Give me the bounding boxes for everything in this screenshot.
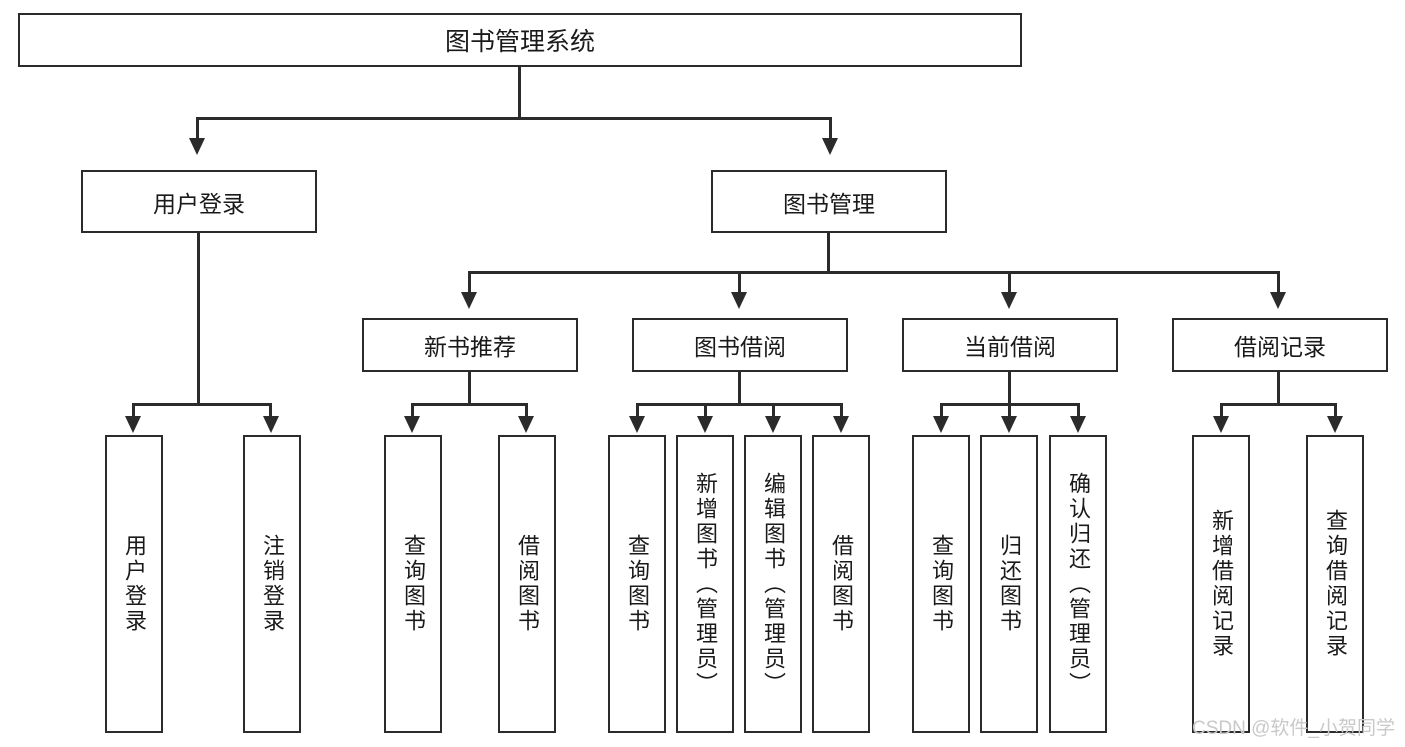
leaf-label: 查询图书 (401, 534, 426, 634)
leaf-logout[interactable]: 注销登录 (243, 435, 301, 733)
connector-nbr-drop-1 (411, 403, 414, 418)
arrowhead-book-manage (822, 138, 838, 155)
arrowhead-bb-leaf-1 (629, 416, 645, 433)
leaf-bb-edit-book-admin[interactable]: 编辑图书（管理员） (744, 435, 802, 733)
connector-nbr-drop-2 (525, 403, 528, 418)
node-label: 新书推荐 (424, 334, 516, 360)
arrowhead-current-borrow (1001, 292, 1017, 309)
node-book-borrow[interactable]: 图书借阅 (632, 318, 848, 372)
arrowhead-cb-leaf-1 (933, 416, 949, 433)
connector-bb-stem (738, 372, 741, 406)
connector-root-stem (518, 67, 521, 119)
leaf-br-query-record[interactable]: 查询借阅记录 (1306, 435, 1364, 733)
arrowhead-br-leaf-1 (1213, 416, 1229, 433)
leaf-label: 新增图书（管理员） (693, 471, 718, 697)
connector-bb-bus (636, 403, 842, 406)
connector-cb-drop-2 (1008, 403, 1011, 418)
node-user-login[interactable]: 用户登录 (81, 170, 317, 233)
connector-bb-drop-4 (840, 403, 843, 418)
connector-root-to-book-manage (829, 117, 832, 141)
leaf-label: 新增借阅记录 (1209, 509, 1234, 659)
leaf-bb-add-book-admin[interactable]: 新增图书（管理员） (676, 435, 734, 733)
connector-root-to-user-login (196, 117, 199, 141)
node-label: 图书借阅 (694, 334, 786, 360)
node-book-manage[interactable]: 图书管理 (711, 170, 947, 233)
connector-book-manage-bus (468, 271, 1280, 274)
connector-book-manage-stem (827, 233, 830, 273)
node-label: 借阅记录 (1234, 334, 1326, 360)
leaf-nbr-query-book[interactable]: 查询图书 (384, 435, 442, 733)
leaf-cb-query-book[interactable]: 查询图书 (912, 435, 970, 733)
leaf-bb-query-book[interactable]: 查询图书 (608, 435, 666, 733)
leaf-label: 借阅图书 (829, 534, 854, 634)
connector-br-drop-1 (1220, 403, 1223, 418)
leaf-label: 编辑图书（管理员） (761, 471, 786, 697)
arrowhead-br-leaf-2 (1327, 416, 1343, 433)
connector-user-login-stem (197, 233, 200, 405)
leaf-bb-borrow-book[interactable]: 借阅图书 (812, 435, 870, 733)
arrowhead-leaf-logout (263, 416, 279, 433)
connector-nbr-stem (468, 372, 471, 406)
connector-cb-stem (1008, 372, 1011, 406)
connector-bm-drop-3 (1008, 271, 1011, 295)
leaf-label: 确认归还（管理员） (1066, 471, 1091, 697)
arrowhead-leaf-user-login (125, 416, 141, 433)
arrowhead-new-book-recommend (461, 292, 477, 309)
arrowhead-bb-leaf-3 (765, 416, 781, 433)
arrowhead-borrow-record (1270, 292, 1286, 309)
connector-bb-drop-3 (772, 403, 775, 418)
connector-bm-drop-2 (738, 271, 741, 295)
node-label: 当前借阅 (964, 334, 1056, 360)
node-label: 图书管理 (783, 190, 875, 217)
leaf-user-login[interactable]: 用户登录 (105, 435, 163, 733)
leaf-label: 用户登录 (122, 534, 147, 634)
leaf-label: 借阅图书 (515, 534, 540, 634)
arrowhead-bb-leaf-4 (833, 416, 849, 433)
leaf-cb-return-book[interactable]: 归还图书 (980, 435, 1038, 733)
connector-cb-drop-3 (1077, 403, 1080, 418)
node-root-library-system[interactable]: 图书管理系统 (18, 13, 1022, 67)
connector-nbr-bus (411, 403, 528, 406)
connector-br-drop-2 (1334, 403, 1337, 418)
connector-br-stem (1277, 372, 1280, 406)
node-label: 图书管理系统 (444, 28, 595, 56)
connector-bb-drop-2 (704, 403, 707, 418)
arrowhead-nbr-leaf-2 (518, 416, 534, 433)
node-new-book-recommend[interactable]: 新书推荐 (362, 318, 578, 372)
leaf-label: 归还图书 (997, 534, 1022, 634)
connector-cb-drop-1 (940, 403, 943, 418)
connector-bm-drop-1 (468, 271, 471, 295)
arrowhead-cb-leaf-2 (1001, 416, 1017, 433)
leaf-label: 注销登录 (260, 534, 285, 634)
leaf-label: 查询图书 (625, 534, 650, 634)
connector-bb-drop-1 (636, 403, 639, 418)
arrowhead-nbr-leaf-1 (404, 416, 420, 433)
connector-user-login-drop-1 (132, 403, 135, 418)
connector-user-login-bus (132, 403, 269, 406)
connector-root-bus (196, 117, 832, 120)
node-borrow-record[interactable]: 借阅记录 (1172, 318, 1388, 372)
leaf-label: 查询图书 (929, 534, 954, 634)
arrowhead-bb-leaf-2 (697, 416, 713, 433)
leaf-label: 查询借阅记录 (1323, 509, 1348, 659)
node-label: 用户登录 (153, 190, 245, 217)
arrowhead-user-login (189, 138, 205, 155)
connector-br-bus (1220, 403, 1337, 406)
connector-bm-drop-4 (1277, 271, 1280, 295)
watermark-csdn: CSDN @软件_小贺同学 (1192, 718, 1395, 739)
arrowhead-cb-leaf-3 (1070, 416, 1086, 433)
arrowhead-book-borrow (731, 292, 747, 309)
leaf-br-add-record[interactable]: 新增借阅记录 (1192, 435, 1250, 733)
leaf-nbr-borrow-book[interactable]: 借阅图书 (498, 435, 556, 733)
node-current-borrow[interactable]: 当前借阅 (902, 318, 1118, 372)
leaf-cb-confirm-return-admin[interactable]: 确认归还（管理员） (1049, 435, 1107, 733)
connector-user-login-drop-2 (269, 403, 272, 418)
